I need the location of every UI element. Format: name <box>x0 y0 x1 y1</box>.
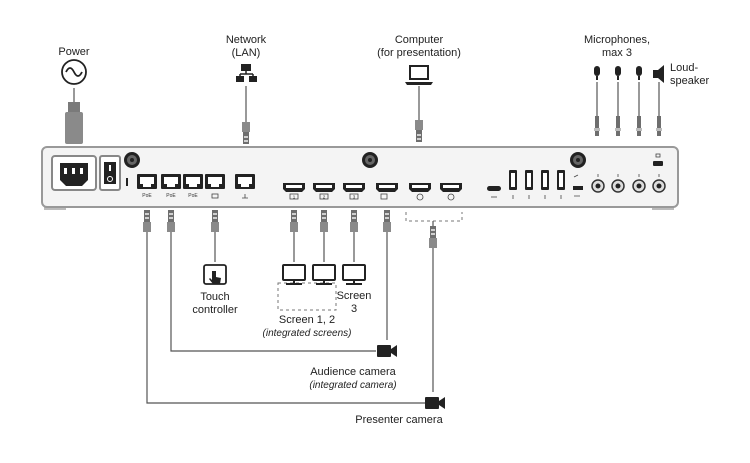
screen3-label-line2: 3 <box>350 303 358 315</box>
presenter-camera-label: Presenter camera <box>342 414 456 427</box>
loudspeaker-icon <box>653 65 664 83</box>
hdmi-port-number: 3 <box>353 195 356 200</box>
power-sine-icon <box>61 59 87 85</box>
screen3-label-line1: Screen <box>336 290 372 302</box>
computer-label: Computer (for presentation) <box>364 34 474 60</box>
laptop-icon <box>405 65 433 85</box>
usb-c-port <box>487 186 501 198</box>
ethernet-port-labels: PoE PoE PoE <box>142 193 198 199</box>
network-label-line2: (LAN) <box>231 47 261 59</box>
micro-usb-port <box>573 174 583 197</box>
screen12-label: Screen 1, 2 (integrated screens) <box>250 314 364 340</box>
power-switch <box>99 155 121 191</box>
port-label-poe: PoE <box>188 193 198 199</box>
loudspeaker-label-line1: Loud- <box>670 62 699 74</box>
audio-jack-plugs <box>594 116 662 136</box>
microphones-label-line2: max 3 <box>602 47 632 59</box>
screen3-label: Screen 3 <box>332 290 376 316</box>
touch-label-line1: Touch <box>200 291 230 303</box>
microphones-label: Microphones, max 3 <box>572 34 662 60</box>
hdmi-port-number: 1 <box>293 195 296 200</box>
power-label-text: Power <box>58 46 90 58</box>
hdmi-port-symbols <box>289 193 455 201</box>
screw-hole <box>124 152 140 168</box>
network-label: Network (LAN) <box>206 34 286 60</box>
screw-hole <box>570 152 586 168</box>
screen12-label-line1: Screen 1, 2 <box>278 314 336 326</box>
cable-lines <box>73 82 660 404</box>
power-inlet <box>51 155 97 191</box>
touch-controller-label: Touch controller <box>180 291 250 317</box>
port-label-poe: PoE <box>142 193 152 199</box>
lock-slot <box>653 153 663 166</box>
power-plug <box>65 102 83 144</box>
bottom-cable-plugs <box>143 210 437 248</box>
codec-device <box>41 146 679 210</box>
audience-label-line1: Audience camera <box>310 366 396 378</box>
network-cable-plug <box>242 122 250 144</box>
port-symbols <box>211 193 248 199</box>
touch-controller-icon <box>203 264 227 285</box>
hdmi-port-number: 2 <box>323 195 326 200</box>
computer-label-line2: (for presentation) <box>377 47 461 59</box>
microphones-label-line1: Microphones, <box>583 34 651 46</box>
network-label-line1: Network <box>225 34 267 46</box>
presenter-label-text: Presenter camera <box>355 414 443 426</box>
computer-label-line1: Computer <box>394 34 444 46</box>
loudspeaker-label-line2: speaker <box>670 75 710 87</box>
power-label: Power <box>44 46 104 59</box>
ethernet-ports <box>137 174 255 189</box>
screw-hole <box>362 152 378 168</box>
usb-port-symbols <box>512 195 562 199</box>
audio-jack-symbols <box>597 174 660 177</box>
screen-icon <box>282 264 366 285</box>
screen12-label-line2: (integrated screens) <box>262 328 352 339</box>
loudspeaker-label: Loud- speaker <box>670 62 730 88</box>
hdmi-port-numbers: 1 2 3 <box>293 195 356 200</box>
camera-icon <box>425 397 445 409</box>
port-label-poe: PoE <box>166 193 176 199</box>
audience-label-line2: (integrated camera) <box>309 380 397 391</box>
touch-label-line2: controller <box>192 304 238 316</box>
audience-camera-label: Audience camera (integrated camera) <box>296 366 410 392</box>
microphone-icon <box>594 66 642 80</box>
dashed-groups <box>277 212 463 311</box>
network-icon <box>236 64 257 82</box>
computer-cable-plug <box>415 120 423 142</box>
camera-icon <box>377 345 397 357</box>
